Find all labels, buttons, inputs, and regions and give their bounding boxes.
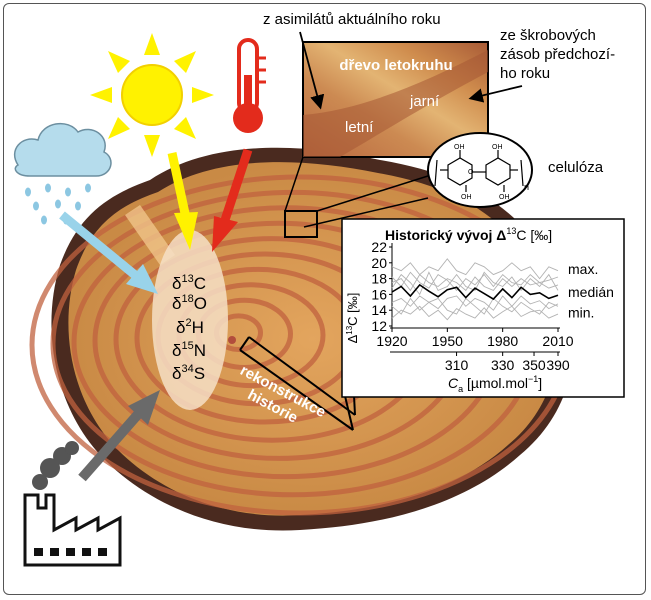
chart-ylabel: Δ13C [‰] — [345, 293, 360, 344]
thermometer-icon — [233, 38, 266, 133]
cellulose-subscript: n — [524, 182, 529, 192]
chart-panel: Historický vývoj Δ13C [‰] Δ13C [‰] 22201… — [341, 218, 625, 398]
factory-icon — [23, 441, 122, 567]
tree-series-line — [391, 305, 559, 321]
precipitation-arrow — [59, 211, 138, 279]
current-assimilates-label: z asimilátů aktuálního roku — [263, 11, 441, 28]
isotope-list: δ13C δ18O δ2H δ15N δ34S — [172, 273, 207, 383]
y-tick-label: 22 — [371, 239, 387, 255]
x-tick-label: 1980 — [487, 333, 518, 349]
temperature-arrow — [220, 148, 253, 222]
isotope-c13: δ13C — [172, 273, 206, 293]
svg-text:ho roku: ho roku — [500, 65, 550, 82]
svg-text:OH: OH — [454, 144, 465, 151]
pith — [228, 336, 236, 344]
isotope-ellipse — [152, 230, 228, 410]
x2-tick-label: 390 — [546, 357, 570, 373]
x-tick-label: 1950 — [432, 333, 463, 349]
x-tick-label: 1920 — [376, 333, 407, 349]
chart-title: Historický vývoj Δ13C [‰] — [385, 226, 552, 243]
svg-text:OH: OH — [492, 144, 503, 151]
svg-text:O: O — [468, 169, 474, 176]
legend-label: min. — [568, 305, 594, 321]
isotope-s34: δ34S — [172, 363, 205, 383]
rain-cloud-icon — [13, 122, 112, 225]
current-assimilates-arrow — [299, 31, 325, 110]
starch-reserves-arrow — [468, 85, 523, 103]
tree-series-line — [391, 273, 559, 292]
late-wood-label: letní — [345, 119, 374, 136]
cellulose-label: celulóza — [548, 159, 604, 176]
starch-reserves-label: ze škrobových zásob předchozí- ho roku — [500, 27, 615, 82]
sun-icon — [90, 33, 214, 157]
x2-tick-label: 330 — [491, 357, 515, 373]
tree-series-line — [391, 271, 559, 296]
y-tick-label: 16 — [371, 286, 387, 302]
tree-series-line — [391, 295, 559, 311]
figure-frame — [3, 3, 646, 595]
svg-text:zásob předchozí-: zásob předchozí- — [500, 46, 615, 63]
tree-series-line — [391, 271, 559, 292]
bark-crack — [125, 205, 175, 265]
isotope-n15: δ15N — [172, 340, 206, 360]
svg-text:OH: OH — [499, 194, 510, 201]
x-tick-label: 2010 — [542, 333, 573, 349]
y-tick-label: 18 — [371, 271, 387, 287]
cellulose-structure: OH OH O OH OH n — [303, 132, 533, 228]
svg-text:OH: OH — [461, 194, 472, 201]
svg-text:ze škrobových: ze škrobových — [500, 27, 596, 44]
chart-x2-label: Ca [µmol.mol−1] — [448, 374, 542, 394]
y-tick-label: 14 — [371, 302, 387, 318]
x2-tick-label: 350 — [522, 357, 546, 373]
x2-tick-label: 310 — [445, 357, 469, 373]
y-tick-label: 20 — [371, 255, 387, 271]
early-wood-label: jarní — [409, 93, 440, 110]
legend-label: max. — [568, 261, 598, 277]
legend-label: medián — [568, 284, 614, 300]
emission-arrow — [78, 408, 144, 482]
y-tick-label: 12 — [371, 318, 387, 334]
isotope-h2: δ2H — [176, 317, 204, 337]
input-arrows — [59, 148, 253, 482]
zoom-line-left — [284, 156, 304, 212]
isotope-o18: δ18O — [172, 293, 207, 313]
median-series-line — [391, 283, 559, 301]
sunlight-arrow — [167, 152, 191, 219]
tree-series-line — [391, 297, 559, 315]
ring-inset: dřevo letokruhu jarní letní — [302, 41, 489, 158]
ring-inset-title: dřevo letokruhu — [339, 57, 452, 74]
